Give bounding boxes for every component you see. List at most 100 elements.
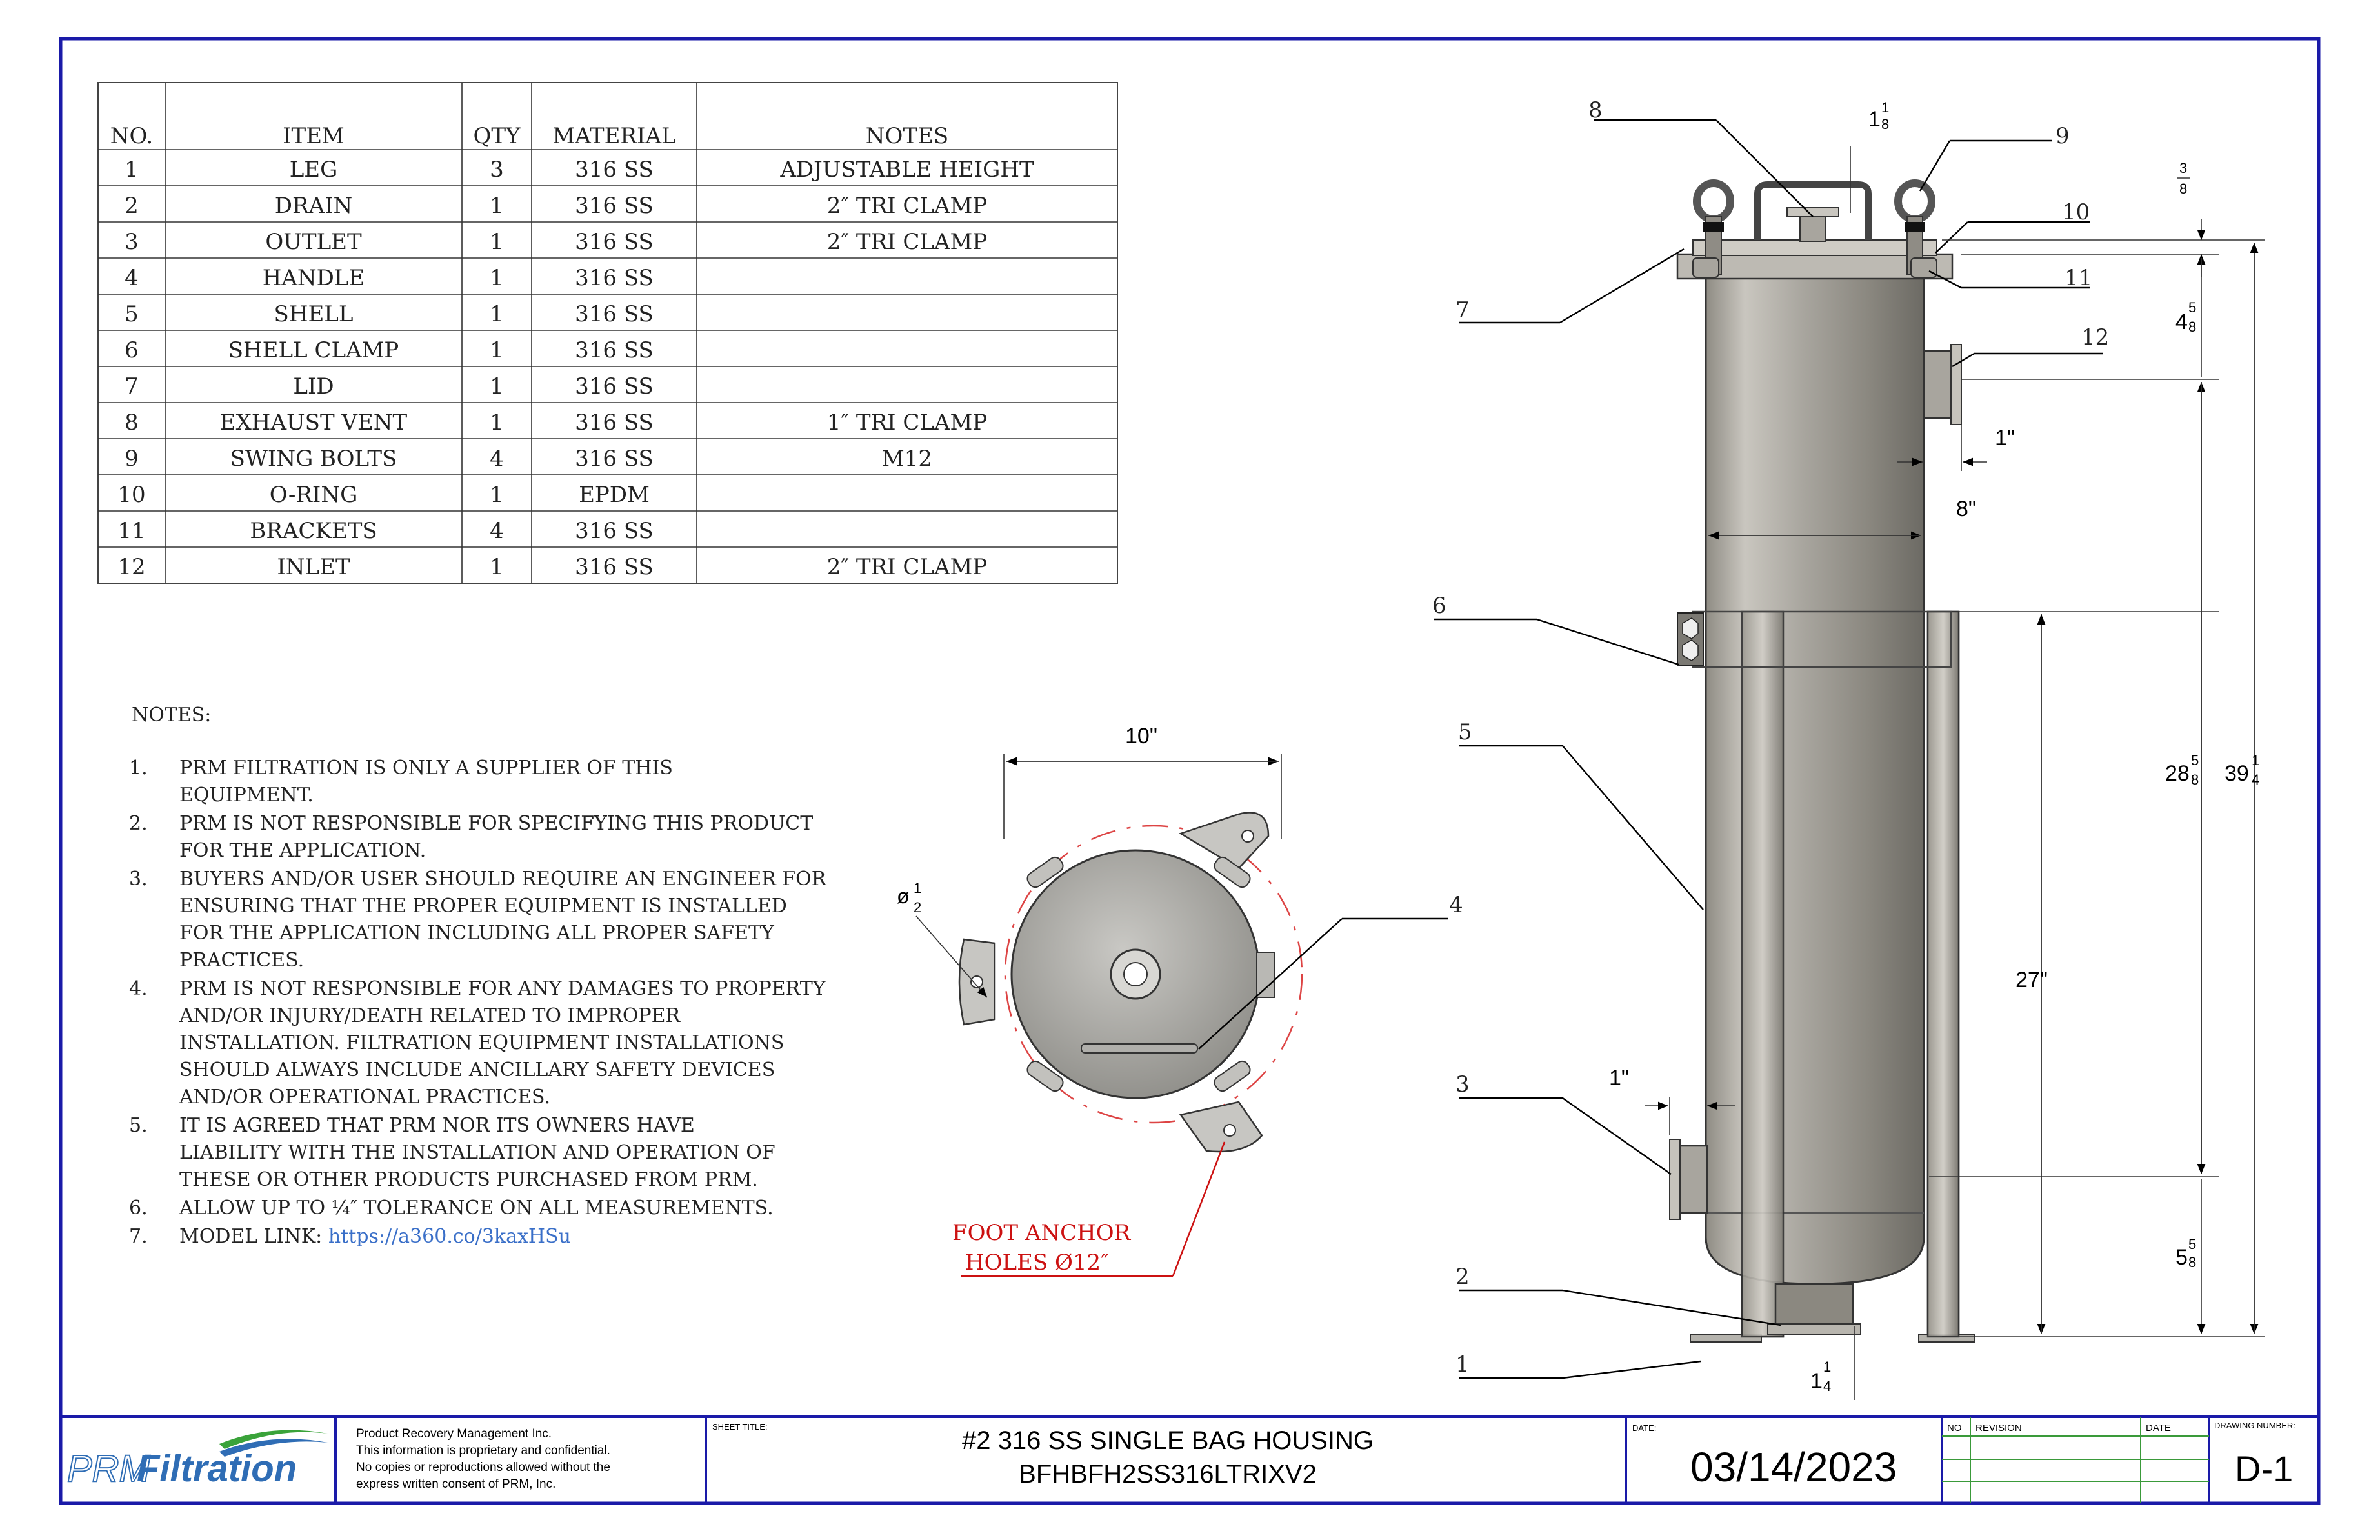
inlet-stub (1256, 952, 1275, 998)
bom-header-1: ITEM (283, 123, 345, 149)
bom-cell: SHELL CLAMP (228, 337, 399, 363)
bom-header-0: NO. (110, 123, 153, 149)
sheet-title-1: #2 316 SS SINGLE BAG HOUSING (962, 1426, 1374, 1455)
note-number: 7. (129, 1225, 148, 1248)
date-value: 03/14/2023 (1690, 1444, 1897, 1490)
top-width-dim: 10" (1125, 724, 1157, 748)
sheet-border (59, 37, 2321, 1505)
bom-cell: OUTLET (265, 229, 362, 255)
logo-filtration: Filtration (137, 1448, 297, 1490)
leg-tab (1179, 812, 1270, 870)
bom-cell: 11 (117, 518, 145, 544)
bracket (1910, 257, 1937, 278)
note-line: LIABILITY WITH THE INSTALLATION AND OPER… (179, 1141, 775, 1164)
note-line: SHOULD ALWAYS INCLUDE ANCILLARY SAFETY D… (179, 1059, 775, 1081)
dim-body-whole: 28 (2165, 761, 2190, 786)
rev-no-label: NO (1947, 1423, 1962, 1434)
model-link[interactable]: https://a360.co/3kaxHSu (328, 1225, 571, 1248)
note-number: 2. (129, 812, 148, 835)
dim-bottom-num: 5 (2188, 1236, 2196, 1252)
bom-cell: 1 (490, 193, 504, 219)
callout-9: 9 (2055, 123, 2070, 149)
dim-body-den: 8 (2191, 772, 2199, 788)
prm-logo: PRM Filtration (66, 1430, 328, 1490)
anchor-hole (970, 975, 983, 988)
bom-cell: 3 (490, 157, 504, 183)
bom-cell: 2″ TRI CLAMP (827, 554, 988, 580)
bom-cell: DRAIN (275, 193, 353, 219)
callout-12: 12 (2081, 325, 2109, 350)
bom-cell: 2 (125, 193, 139, 219)
note-line: THESE OR OTHER PRODUCTS PURCHASED FROM P… (179, 1168, 758, 1191)
dim-bottom-whole: 5 (2175, 1245, 2188, 1270)
bom-header-4: NOTES (866, 123, 948, 149)
sheet-title-2: BFHBFH2SS316LTRIXV2 (1019, 1460, 1317, 1488)
bom-cell: SWING BOLTS (230, 446, 397, 472)
drawing-number: D-1 (2235, 1448, 2293, 1489)
note-line: ENSURING THAT THE PROPER EQUIPMENT IS IN… (179, 895, 787, 917)
anchor-hole (1241, 830, 1254, 843)
exhaust-vent (1799, 215, 1826, 242)
note-line: PRM IS NOT RESPONSIBLE FOR ANY DAMAGES T… (179, 977, 826, 1000)
note-line: AND/OR OPERATIONAL PRACTICES. (179, 1086, 550, 1108)
dim-drain-den: 4 (1823, 1378, 1831, 1394)
bom-cell: LEG (290, 157, 338, 183)
hole-dim-num: 1 (914, 880, 921, 896)
bom-cell: 6 (125, 337, 139, 363)
callout-2: 2 (1455, 1264, 1470, 1290)
bom-cell: EPDM (579, 482, 650, 508)
dim-top-num: 5 (2188, 299, 2196, 315)
note-number: 5. (129, 1114, 148, 1137)
bom-cell: 4 (490, 518, 504, 544)
inlet (1923, 350, 1955, 419)
bom-cell: 1 (490, 374, 504, 399)
bom-cell: M12 (882, 446, 932, 472)
dim-lid-den: 8 (2179, 181, 2187, 197)
sheet-title-label: SHEET TITLE: (712, 1422, 768, 1432)
bom-cell: 1 (490, 337, 504, 363)
bom-cell: 1 (125, 157, 139, 183)
note-line: MODEL LINK: https://a360.co/3kaxHSu (179, 1225, 571, 1248)
bom-cell: 316 SS (575, 301, 654, 327)
callout-1: 1 (1455, 1352, 1470, 1377)
callout-6: 6 (1432, 593, 1446, 619)
rev-label: REVISION (1975, 1423, 2022, 1434)
company-line-1: Product Recovery Management Inc. (356, 1427, 552, 1441)
bom-cell: 9 (125, 446, 139, 472)
note-line: PRM IS NOT RESPONSIBLE FOR SPECIFYING TH… (179, 812, 813, 835)
bom-cell: 316 SS (575, 446, 654, 472)
bom-cell: HANDLE (263, 265, 365, 291)
bom-header-2: QTY (474, 123, 521, 149)
note-number: 1. (129, 757, 148, 779)
note-number: 6. (129, 1197, 148, 1219)
company-line-3: No copies or reproductions allowed witho… (356, 1461, 610, 1474)
callout-8: 8 (1588, 97, 1603, 123)
callout-10: 10 (2062, 199, 2090, 225)
note-line: EQUIPMENT. (179, 784, 314, 806)
anchor-label-1: FOOT ANCHOR (952, 1220, 1132, 1246)
bom-cell: LID (293, 374, 334, 399)
bom-cell: 1 (490, 482, 504, 508)
dim-total-whole: 39 (2225, 761, 2249, 786)
dim-drain-num: 1 (1823, 1359, 1831, 1375)
handle-top-view (1081, 1043, 1198, 1054)
swing-bolts-top (1026, 856, 1251, 1092)
dim-total-num: 1 (2252, 752, 2259, 768)
callout-4: 4 (1449, 892, 1463, 918)
bom-cell: 316 SS (575, 337, 654, 363)
dim-body-num: 5 (2191, 752, 2199, 768)
bom-cell: 316 SS (575, 265, 654, 291)
dim-inlet-offset: 1" (1995, 426, 2015, 450)
shell (1705, 276, 1925, 1285)
bom-cell: 12 (117, 554, 145, 580)
dim-bottom-den: 8 (2188, 1254, 2196, 1270)
lid-handle (1754, 181, 1872, 240)
bom-cell: 316 SS (575, 554, 654, 580)
bom-cell: 8 (125, 410, 139, 435)
bolt-circle (1004, 825, 1303, 1124)
note-line: FOR THE APPLICATION. (179, 839, 426, 862)
note-line: PRM FILTRATION IS ONLY A SUPPLIER OF THI… (179, 757, 673, 779)
